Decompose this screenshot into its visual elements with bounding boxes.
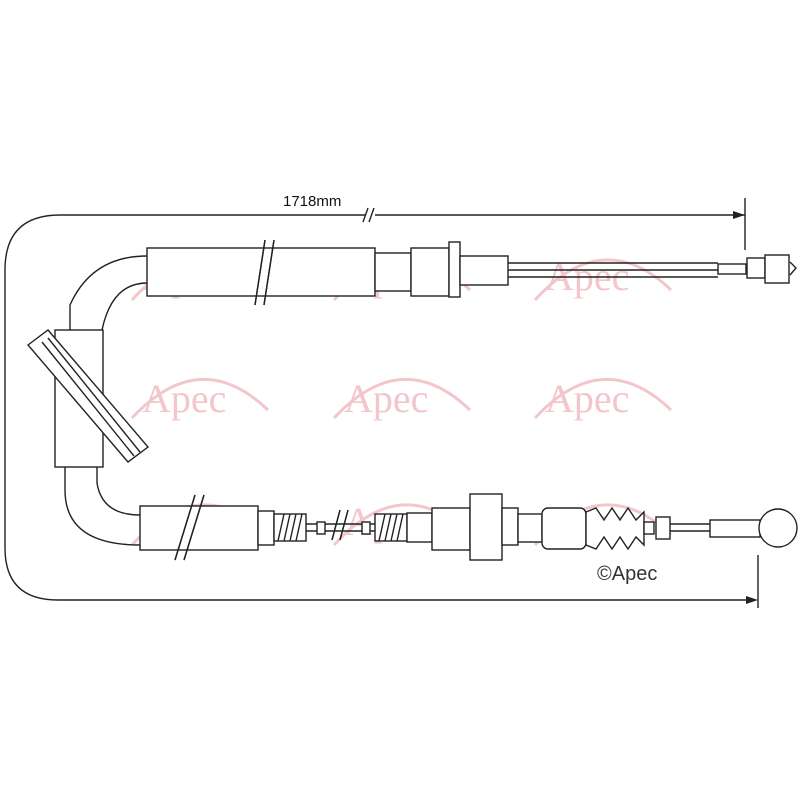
lower-wire-clip-left	[316, 521, 326, 535]
lower-break-mark	[174, 494, 205, 561]
lower-adjuster-block	[469, 493, 503, 561]
dimension-label: 1718mm	[283, 193, 341, 210]
lower-end-ball	[758, 508, 798, 548]
watermark-4: Apec	[130, 376, 270, 421]
svg-text:Apec: Apec	[344, 376, 428, 421]
watermark-layer: Apec Apec Apec Apec Apec Apec Apec Apec	[130, 254, 673, 547]
lower-ferrule-left	[257, 510, 275, 546]
mounting-bracket	[26, 329, 150, 468]
dimension-arrow-top	[733, 211, 745, 219]
bracket-clip	[26, 329, 150, 463]
lower-wire-clip-right	[361, 521, 371, 535]
upper-cable	[69, 239, 797, 331]
watermark-5: Apec	[332, 376, 472, 421]
lower-ferrule-right	[406, 512, 433, 543]
upper-conduit-sleeve	[146, 247, 376, 297]
lower-adjuster-nut	[517, 513, 543, 543]
lower-wire-ferrule	[655, 516, 671, 540]
upper-break-mark	[254, 239, 275, 306]
lower-collar	[431, 507, 471, 551]
upper-ferrule	[374, 252, 412, 292]
lower-adjuster-neck	[501, 507, 519, 546]
copyright-label: ©Apec	[597, 563, 657, 585]
dimension-arrow-bottom	[746, 596, 758, 604]
svg-text:Apec: Apec	[142, 376, 226, 421]
lower-cable	[64, 467, 798, 561]
upper-tube	[459, 255, 509, 286]
dimension-break-mark	[362, 207, 375, 223]
watermark-6: Apec	[533, 376, 673, 421]
upper-end-nipple	[746, 257, 766, 279]
dimension-outline	[4, 198, 759, 608]
svg-text:Apec: Apec	[545, 376, 629, 421]
lower-boot-tip	[643, 521, 655, 535]
lower-rubber-boot	[585, 506, 645, 551]
lower-boot-base	[541, 507, 587, 550]
lower-wire-break-mark	[331, 509, 349, 541]
upper-flange	[448, 241, 461, 298]
lower-end-rod	[709, 519, 761, 538]
upper-end-barrel	[764, 254, 790, 284]
upper-collar	[410, 247, 450, 297]
upper-inner-wire	[717, 263, 747, 275]
